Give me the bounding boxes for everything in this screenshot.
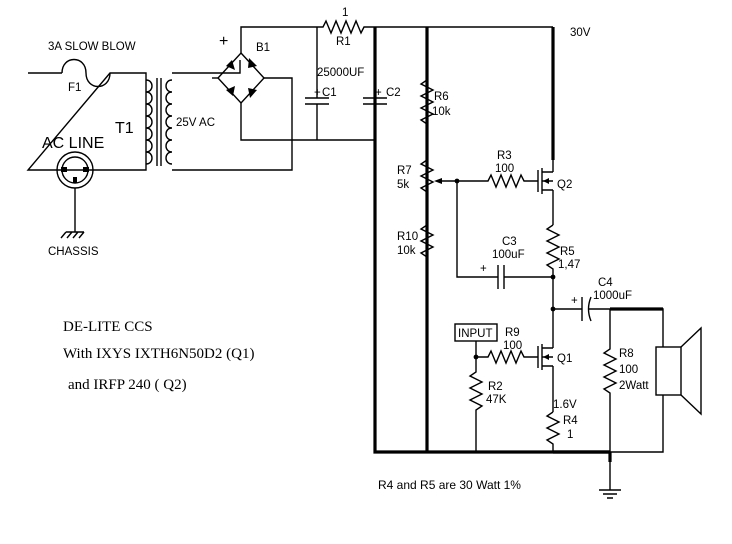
lower-stage: INPUT R9 100 Q1 R2 47K 1.6V R4 1 [454, 323, 578, 452]
r2-ref: R2 [488, 381, 503, 393]
c4-value: 1000uF [593, 290, 632, 302]
r8-power: 2Watt [619, 380, 649, 392]
r8-ref: R8 [619, 348, 634, 360]
r10-ref: R10 [397, 231, 418, 243]
note-title: DE-LITE CCS [63, 319, 153, 335]
transformer-ref: T1 [115, 120, 134, 137]
r10-value: 10k [397, 245, 416, 257]
input-label: INPUT [458, 328, 493, 340]
chassis-ground-symbol [60, 188, 85, 239]
primary-circuit: 3A SLOW BLOW F1 AC LINE CHASSIS [26, 41, 147, 258]
r3-value: 100 [495, 163, 514, 175]
c4-ref: C4 [598, 277, 613, 289]
fuse-ref: F1 [68, 82, 81, 94]
r8-value: 100 [619, 364, 638, 376]
c3-plus: + [480, 263, 487, 275]
r4-voltage: 1.6V [553, 399, 577, 411]
r4-ref: R4 [563, 415, 578, 427]
c4-plus: + [571, 295, 578, 307]
transformer-t1: T1 25V AC [115, 60, 293, 171]
r3-ref: R3 [497, 150, 512, 162]
c2-ref: C2 [386, 87, 401, 99]
cap-value-label: 25000UF [317, 67, 364, 79]
c2-plus: + [375, 87, 382, 99]
r7-ref: R7 [397, 165, 412, 177]
transformer-secondary-label: 25V AC [176, 117, 215, 129]
q1-ref: Q1 [557, 353, 572, 365]
mosfet-q2-symbol [537, 160, 554, 225]
note-line3: and IRFP 240 ( Q2) [68, 377, 187, 393]
c3-value: 100uF [492, 249, 525, 261]
r1-value: 1 [342, 7, 348, 19]
r7-value: 5k [397, 179, 409, 191]
footer-note: R4 and R5 are 30 Watt 1% [378, 478, 521, 492]
supply-voltage-label: 30V [570, 27, 591, 39]
speaker-icon [610, 326, 702, 453]
r1-ref: R1 [336, 36, 351, 48]
c1-plus: + [314, 87, 321, 99]
r6-ref: R6 [434, 91, 449, 103]
bridge-plus: + [219, 33, 228, 50]
r4-value: 1 [567, 429, 573, 441]
bridge-rectifier-b1: + B1 [212, 26, 375, 141]
mosfet-q1-symbol [537, 340, 554, 412]
r6-value: 10k [432, 106, 451, 118]
ground-symbol [599, 462, 621, 499]
r5-ref: R5 [560, 246, 575, 258]
r5-value: 1,47 [558, 259, 580, 271]
notes: DE-LITE CCS With IXYS IXTH6N50D2 (Q1) an… [63, 319, 521, 492]
chassis-label: CHASSIS [48, 246, 99, 258]
fuse-rating: 3A SLOW BLOW [48, 41, 136, 53]
output-stage: + C4 1000uF R8 100 2Watt [550, 277, 702, 499]
r2-value: 47K [486, 394, 507, 406]
q2-ref: Q2 [557, 179, 572, 191]
bridge-ref: B1 [256, 42, 270, 54]
filter-stage: 1 R1 + C1 25000UF + C2 [305, 7, 553, 140]
r9-value: 100 [503, 340, 522, 352]
r9-ref: R9 [505, 327, 520, 339]
c3-ref: C3 [502, 236, 517, 248]
bias-divider: R6 10k R7 5k R10 10k [397, 79, 451, 258]
ac-line-label: AC LINE [42, 135, 104, 152]
fuse-symbol [61, 58, 111, 88]
c1-ref: C1 [322, 87, 337, 99]
upper-stage: R3 100 Q2 + C3 100uF R5 1,47 [442, 150, 580, 340]
power-rails: 30V [373, 27, 610, 454]
note-line2: With IXYS IXTH6N50D2 (Q1) [63, 346, 254, 362]
